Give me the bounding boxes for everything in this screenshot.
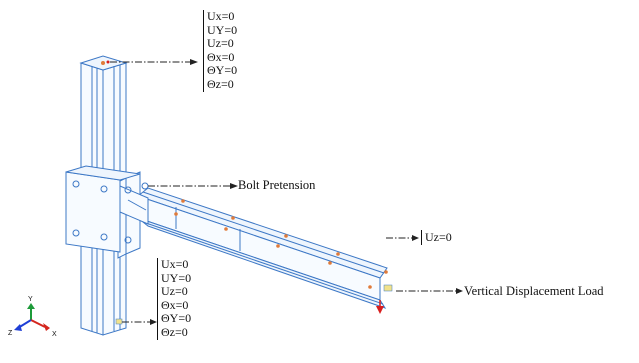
bc-rx: Θx=0 <box>207 49 235 64</box>
bolt-pretension-label: Bolt Pretension <box>238 178 316 192</box>
axis-triad: Y Z X <box>8 296 57 338</box>
bc-uy: UY=0 <box>161 270 192 285</box>
column-bottom-point <box>115 318 123 325</box>
beam <box>136 187 388 309</box>
bolt-hole <box>100 185 108 193</box>
bc-ry: ΘY=0 <box>207 63 238 78</box>
bolt-hole <box>72 180 80 188</box>
load-arrow <box>376 284 393 314</box>
bc-rz: Θz=0 <box>207 76 234 91</box>
x-axis <box>30 319 46 328</box>
bolt-hole <box>124 186 132 194</box>
bc-rx: Θx=0 <box>161 297 189 312</box>
bc-uz: Uz=0 <box>161 284 188 299</box>
bc-ry: ΘY=0 <box>161 311 192 326</box>
triad-z-label: Z <box>8 330 13 337</box>
bc-uy: UY=0 <box>207 22 238 37</box>
bolt-hole <box>141 182 149 190</box>
bolt-hole <box>72 229 80 237</box>
leader-lines <box>110 61 456 323</box>
bc-uz: Uz=0 <box>207 36 234 51</box>
column-top-point <box>101 60 110 65</box>
bc-ux: Ux=0 <box>161 257 189 271</box>
column-bottom-boundary-conditions: Ux=0 UY=0 Uz=0 Θx=0 ΘY=0 Θz=0 <box>157 257 192 340</box>
beam-lateral-restraint: Uz=0 <box>421 230 452 245</box>
vertical-displacement-load-label: Vertical Displacement Load <box>464 284 604 298</box>
triad-x-label: X <box>52 331 57 338</box>
bolt-hole <box>124 236 132 244</box>
triad-y-label: Y <box>28 296 33 303</box>
connection-angle <box>119 182 149 244</box>
leader-arrowheads <box>150 59 463 325</box>
bolt-markers <box>174 199 388 289</box>
bolt-hole <box>100 233 108 241</box>
column-top-boundary-conditions: Ux=0 UY=0 Uz=0 Θx=0 ΘY=0 Θz=0 <box>203 9 238 92</box>
bc-rz: Θz=0 <box>161 324 188 339</box>
bc-beam-uz: Uz=0 <box>425 230 452 244</box>
column-flange-plate <box>65 165 141 253</box>
bc-ux: Ux=0 <box>207 9 235 23</box>
